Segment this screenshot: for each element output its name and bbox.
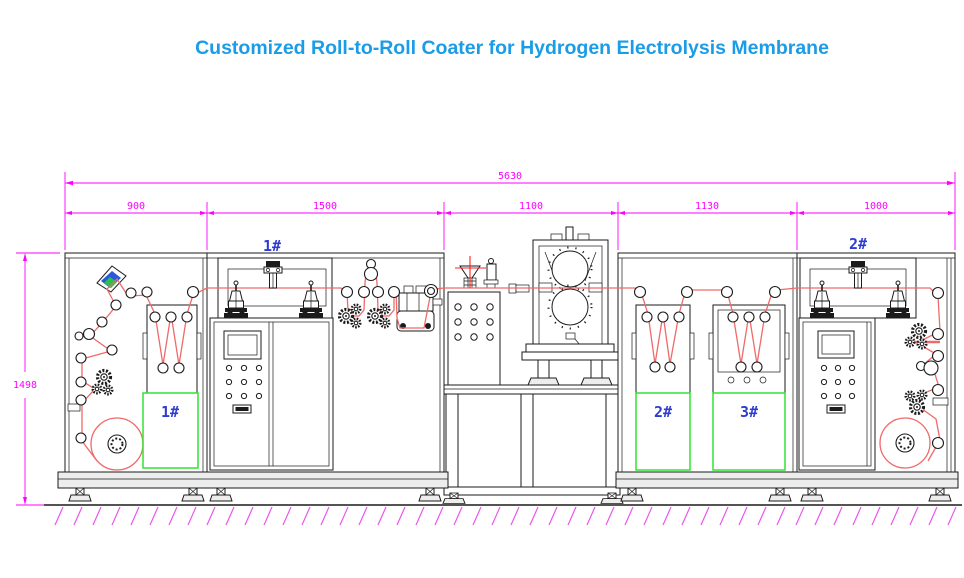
rewind-roll bbox=[879, 417, 931, 469]
table-control-buttons bbox=[454, 303, 494, 341]
press-roll-lower bbox=[551, 288, 589, 326]
page-title: Customized Roll-to-Roll Coater for Hydro… bbox=[195, 37, 829, 59]
dim-segment-1500: 1500 bbox=[313, 201, 337, 212]
station-labels: 1# 2# 1# 2# 3# bbox=[161, 235, 867, 421]
pump-unit bbox=[396, 285, 443, 332]
rollers-and-gears bbox=[74, 258, 945, 454]
laminator-press bbox=[508, 226, 619, 386]
dim-segment-1100: 1100 bbox=[519, 201, 543, 212]
edge-sensor bbox=[67, 403, 81, 412]
coating-station-1 bbox=[206, 252, 445, 473]
ground bbox=[44, 504, 962, 526]
oven-module bbox=[617, 252, 798, 473]
machine-base bbox=[57, 471, 959, 504]
label-oven-2: 2# bbox=[654, 403, 672, 421]
label-coating-head-2: 2# bbox=[849, 235, 867, 253]
dim-overall-width: 5630 bbox=[498, 171, 522, 182]
dim-segment-1000: 1000 bbox=[864, 201, 888, 212]
green-zones bbox=[142, 392, 786, 471]
label-oven-3: 3# bbox=[740, 403, 758, 421]
dim-segment-1130: 1130 bbox=[695, 201, 719, 212]
label-oven-1: 1# bbox=[161, 403, 179, 421]
dimension-annotations: 5630 900 1500 1100 1130 1000 1498 bbox=[13, 171, 956, 506]
dim-segment-900: 900 bbox=[127, 201, 145, 212]
control-buttons-1 bbox=[225, 364, 263, 400]
ground-hatching bbox=[54, 506, 957, 526]
control-buttons-2 bbox=[820, 364, 856, 400]
laminator-station bbox=[443, 226, 621, 496]
gauge-instrument bbox=[483, 258, 499, 288]
dim-height-1498: 1498 bbox=[13, 380, 37, 391]
label-coating-head-1: 1# bbox=[263, 237, 281, 255]
table-top bbox=[443, 384, 621, 395]
web-clamp bbox=[932, 397, 949, 406]
press-roll-upper bbox=[551, 250, 589, 288]
